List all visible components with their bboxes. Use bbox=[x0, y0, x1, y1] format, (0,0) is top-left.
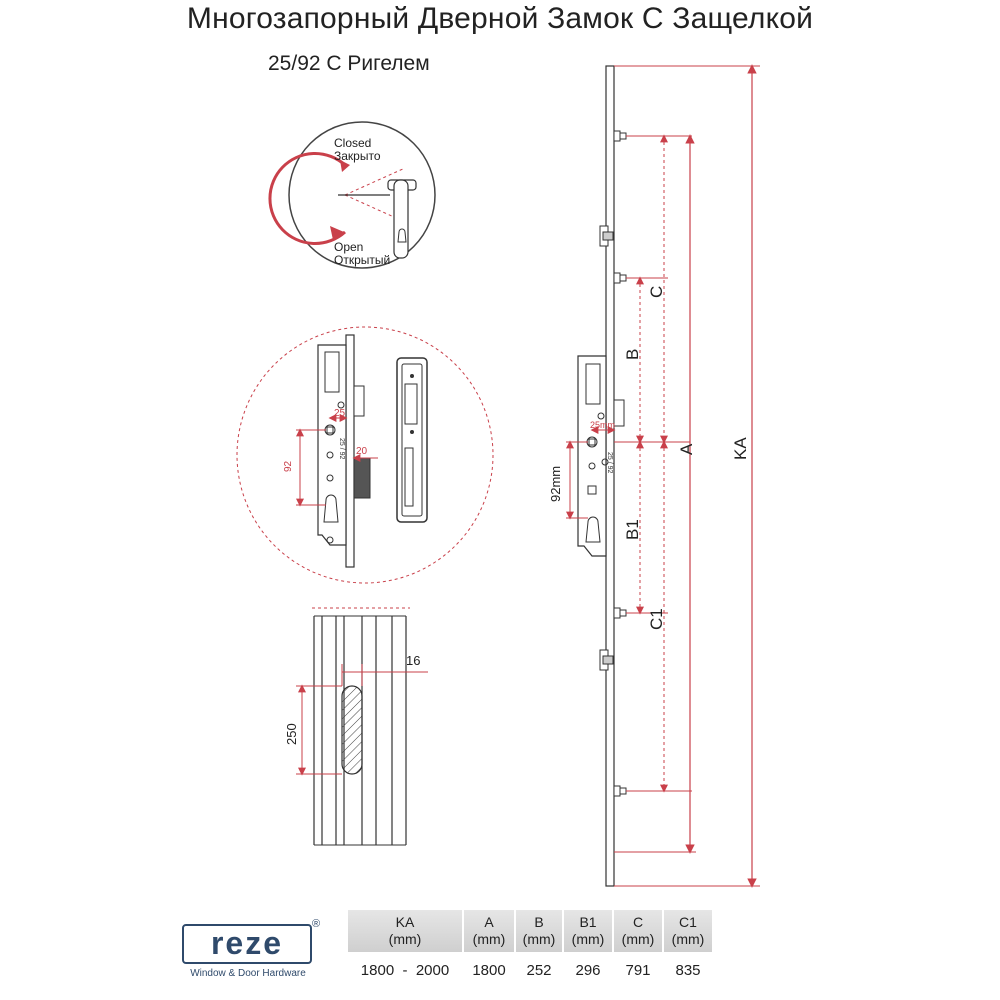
page-subtitle: 25/92 С Ригелем bbox=[268, 52, 430, 75]
main-backset-label: 25mm bbox=[590, 420, 615, 430]
brand-wordmark: reze bbox=[182, 924, 312, 964]
brand-logo: reze ® Window & Door Hardware bbox=[178, 918, 321, 988]
brand-tagline: Window & Door Hardware bbox=[190, 968, 306, 979]
main-centers-label: 92mm bbox=[548, 466, 563, 502]
closed-label-en: Closed bbox=[334, 136, 371, 150]
rotation-diagram: Closed Закрыто Open Открытый bbox=[268, 121, 436, 269]
dim-label-C1: C1 bbox=[647, 608, 666, 630]
col-header-b1: B1(mm) bbox=[564, 910, 612, 952]
detail-backset-label: 25 bbox=[334, 408, 346, 419]
cell-b: 252 bbox=[526, 962, 552, 979]
table-row: 1800 - 2000 1800 252 296 791 835 bbox=[348, 952, 712, 980]
dim-label-B: B bbox=[623, 349, 642, 360]
roller-upper bbox=[599, 225, 614, 247]
dim-label-KA: KA bbox=[731, 437, 750, 460]
col-header-c1: C1(mm) bbox=[664, 910, 712, 952]
hook-pin-bottom bbox=[613, 785, 627, 797]
brand-registered-mark: ® bbox=[312, 918, 321, 930]
hook-pin-lower bbox=[613, 607, 627, 619]
hook-pin-upper bbox=[613, 272, 627, 284]
cell-b1: 296 bbox=[575, 962, 601, 979]
dim-label-B1: B1 bbox=[623, 519, 642, 540]
open-label-ru: Открытый bbox=[334, 253, 390, 267]
main-marking-label: 25 / 92 bbox=[606, 452, 613, 474]
dimensions-table: KA(mm) A(mm) B(mm) B1(mm) C(mm) C1(mm) 1… bbox=[346, 910, 714, 980]
detail-marking-label: 25 / 92 bbox=[338, 438, 345, 460]
hook-pin-top bbox=[613, 130, 627, 142]
cell-ka: 1800 - 2000 bbox=[360, 962, 450, 979]
page-title: Многозапорный Дверной Замок С Защелкой bbox=[186, 2, 814, 35]
cell-a: 1800 bbox=[472, 962, 506, 979]
technical-drawing: Closed Закрыто Open Открытый 25 92 20 25… bbox=[236, 64, 760, 888]
profile-width-label: 16 bbox=[406, 653, 420, 668]
cell-c1: 835 bbox=[675, 962, 701, 979]
dim-label-C: C bbox=[647, 286, 666, 298]
lock-detail-view: 25 92 20 25 / 92 bbox=[236, 326, 494, 584]
open-label-en: Open bbox=[334, 240, 363, 254]
detail-offset-label: 20 bbox=[356, 446, 368, 457]
col-header-ka: KA(mm) bbox=[348, 910, 462, 952]
profile-section-view: 16 250 bbox=[284, 607, 428, 846]
profile-height-label: 250 bbox=[284, 723, 299, 745]
roller-lower bbox=[599, 649, 614, 671]
main-lock-drawing: 25 / 92 25mm 92mm B C A KA B1 C1 bbox=[548, 64, 760, 888]
col-header-b: B(mm) bbox=[516, 910, 562, 952]
cell-c: 791 bbox=[625, 962, 651, 979]
closed-label-ru: Закрыто bbox=[334, 149, 381, 163]
col-header-a: A(mm) bbox=[464, 910, 514, 952]
detail-centers-label: 92 bbox=[283, 460, 294, 472]
col-header-c: C(mm) bbox=[614, 910, 662, 952]
dim-label-A: A bbox=[677, 443, 696, 455]
